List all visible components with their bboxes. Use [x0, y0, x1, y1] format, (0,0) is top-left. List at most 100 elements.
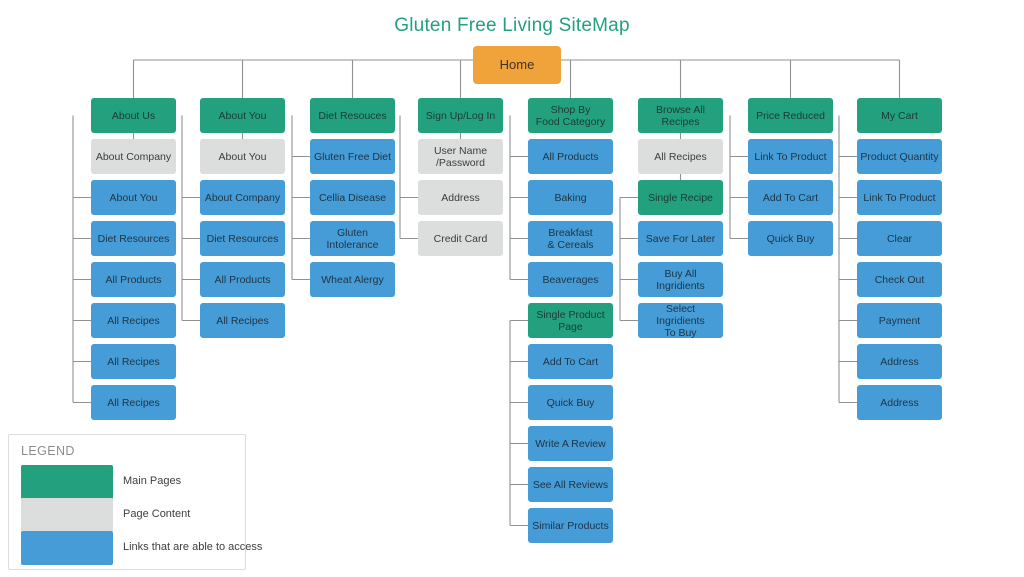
node-label: Quick Buy — [766, 232, 815, 245]
node-7-1[interactable]: Link To Product — [857, 180, 942, 215]
node-4-6[interactable]: Quick Buy — [528, 385, 613, 420]
node-label: All Recipes — [107, 396, 160, 409]
node-label: Browse All Recipes — [655, 103, 706, 128]
node-6-0[interactable]: Link To Product — [748, 139, 833, 174]
node-4-3[interactable]: Beaverages — [528, 262, 613, 297]
node-0-0[interactable]: About Company — [91, 139, 176, 174]
node-label: Link To Product — [754, 150, 827, 163]
legend-swatch-main — [21, 465, 113, 499]
node-label: About Company — [204, 191, 281, 204]
node-label: Diet Resouces — [318, 109, 387, 122]
node-label: Diet Resources — [97, 232, 170, 245]
node-1-1[interactable]: About Company — [200, 180, 285, 215]
legend-swatch-link — [21, 531, 113, 565]
node-2-1[interactable]: Cellia Disease — [310, 180, 395, 215]
node-0-header[interactable]: About Us — [91, 98, 176, 133]
node-0-4[interactable]: All Recipes — [91, 303, 176, 338]
page-title: Gluten Free Living SiteMap — [394, 15, 630, 36]
node-label: Baking — [554, 191, 587, 204]
node-2-0[interactable]: Gluten Free Diet — [310, 139, 395, 174]
node-label: Gluten Intolerance — [326, 226, 379, 251]
node-label: My Cart — [881, 109, 918, 122]
node-3-2[interactable]: Credit Card — [418, 221, 503, 256]
node-label: All Recipes — [107, 314, 160, 327]
node-label: See All Reviews — [532, 478, 609, 491]
node-label: Address — [880, 396, 919, 409]
node-label: Buy All Ingridients — [656, 267, 705, 292]
node-label: Add To Cart — [542, 355, 599, 368]
node-label: Check Out — [874, 273, 925, 286]
node-7-0[interactable]: Product Quantity — [857, 139, 942, 174]
node-7-4[interactable]: Payment — [857, 303, 942, 338]
node-label: Payment — [878, 314, 921, 327]
node-label: Single Recipe — [648, 191, 713, 204]
node-3-0[interactable]: User Name /Password — [418, 139, 503, 174]
node-4-header[interactable]: Shop By Food Category — [528, 98, 613, 133]
node-home-root[interactable]: Home — [473, 46, 561, 84]
node-label: Breakfast & Cereals — [547, 226, 594, 251]
node-1-3[interactable]: All Products — [200, 262, 285, 297]
node-7-3[interactable]: Check Out — [857, 262, 942, 297]
node-label: All Products — [542, 150, 599, 163]
node-4-0[interactable]: All Products — [528, 139, 613, 174]
legend-item-main: Main Pages — [21, 465, 236, 499]
node-1-header[interactable]: About You — [200, 98, 285, 133]
node-label: User Name /Password — [433, 144, 488, 169]
node-4-5[interactable]: Add To Cart — [528, 344, 613, 379]
legend-item-content: Page Content — [21, 498, 236, 532]
node-label: Cellia Disease — [318, 191, 387, 204]
node-0-6[interactable]: All Recipes — [91, 385, 176, 420]
node-label: Single Product Page — [536, 308, 605, 333]
node-4-9[interactable]: Similar Products — [528, 508, 613, 543]
node-4-2[interactable]: Breakfast & Cereals — [528, 221, 613, 256]
node-6-header[interactable]: Price Reduced — [748, 98, 833, 133]
node-2-3[interactable]: Wheat Alergy — [310, 262, 395, 297]
node-2-header[interactable]: Diet Resouces — [310, 98, 395, 133]
node-label: All Products — [214, 273, 271, 286]
node-5-1[interactable]: Single Recipe — [638, 180, 723, 215]
node-4-8[interactable]: See All Reviews — [528, 467, 613, 502]
node-7-5[interactable]: Address — [857, 344, 942, 379]
node-0-3[interactable]: All Products — [91, 262, 176, 297]
node-7-2[interactable]: Clear — [857, 221, 942, 256]
node-label: Wheat Alergy — [321, 273, 384, 286]
node-label: All Recipes — [216, 314, 269, 327]
node-1-4[interactable]: All Recipes — [200, 303, 285, 338]
node-0-2[interactable]: Diet Resources — [91, 221, 176, 256]
node-label: Beaverages — [542, 273, 599, 286]
node-0-1[interactable]: About You — [91, 180, 176, 215]
node-7-6[interactable]: Address — [857, 385, 942, 420]
node-label: Clear — [886, 232, 913, 245]
legend-label: Main Pages — [123, 475, 182, 487]
node-5-0[interactable]: All Recipes — [638, 139, 723, 174]
node-label: Product Quantity — [860, 150, 939, 163]
node-label: Address — [441, 191, 480, 204]
node-5-header[interactable]: Browse All Recipes — [638, 98, 723, 133]
node-label: All Products — [105, 273, 162, 286]
node-5-4[interactable]: Select Ingridients To Buy — [638, 302, 723, 339]
node-label: About You — [109, 191, 158, 204]
node-4-4[interactable]: Single Product Page — [528, 303, 613, 338]
node-3-header[interactable]: Sign Up/Log In — [418, 98, 503, 133]
node-6-1[interactable]: Add To Cart — [748, 180, 833, 215]
node-3-1[interactable]: Address — [418, 180, 503, 215]
node-1-0[interactable]: About You — [200, 139, 285, 174]
node-5-2[interactable]: Save For Later — [638, 221, 723, 256]
node-4-1[interactable]: Baking — [528, 180, 613, 215]
node-4-7[interactable]: Write A Review — [528, 426, 613, 461]
node-label: About Us — [111, 109, 156, 122]
node-label: Select Ingridients To Buy — [656, 302, 705, 339]
node-7-header[interactable]: My Cart — [857, 98, 942, 133]
node-1-2[interactable]: Diet Resources — [200, 221, 285, 256]
node-6-2[interactable]: Quick Buy — [748, 221, 833, 256]
node-label: Quick Buy — [546, 396, 595, 409]
legend-label: Links that are able to access — [123, 541, 263, 553]
node-5-3[interactable]: Buy All Ingridients — [638, 262, 723, 297]
node-0-5[interactable]: All Recipes — [91, 344, 176, 379]
node-2-2[interactable]: Gluten Intolerance — [310, 221, 395, 256]
node-label: Address — [880, 355, 919, 368]
node-label: About You — [218, 150, 267, 163]
legend-swatch-content — [21, 498, 113, 532]
